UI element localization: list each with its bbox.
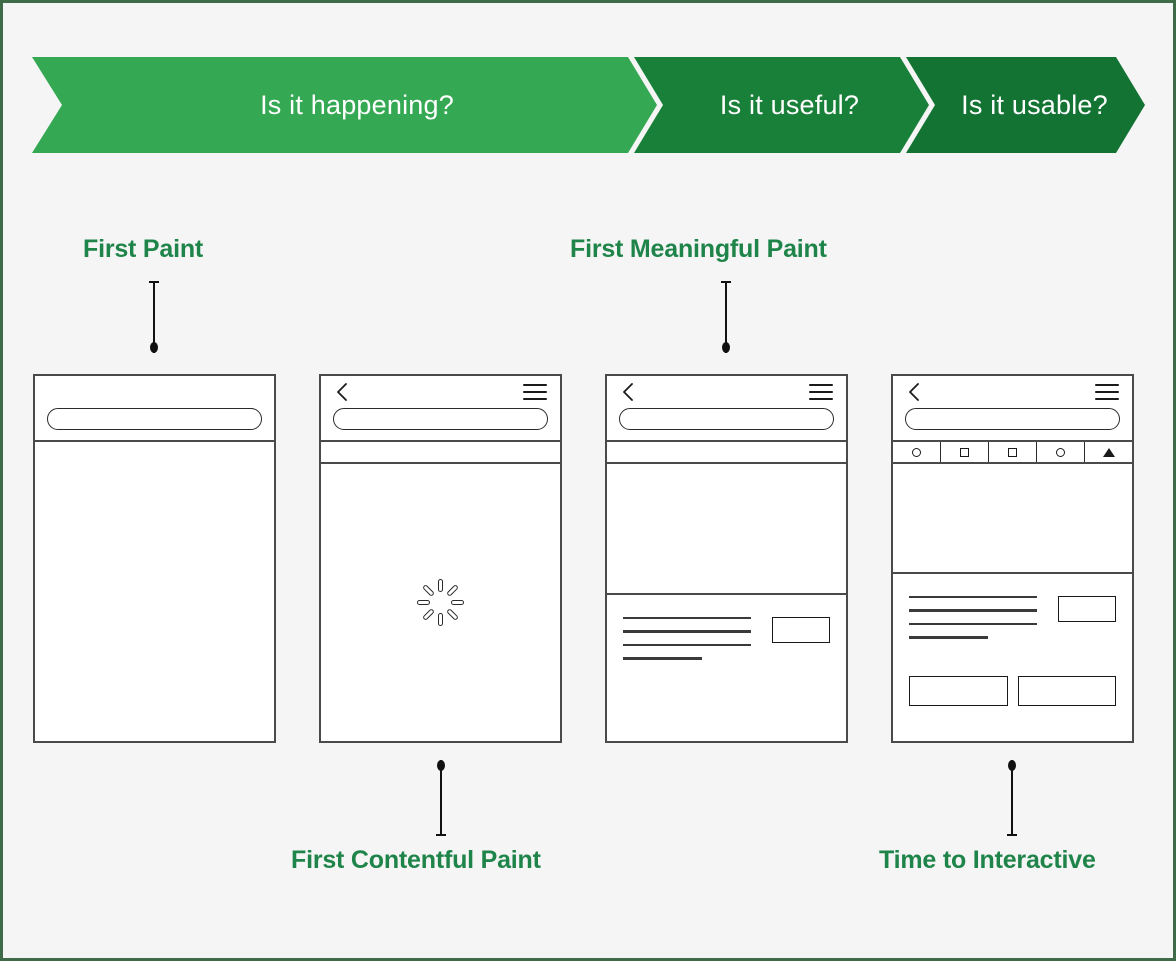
leader-cap-icon — [436, 834, 446, 836]
square-icon — [960, 447, 969, 457]
thumbnail-box — [772, 617, 830, 643]
spinner-tick — [451, 600, 464, 605]
loading-spinner-icon — [417, 579, 465, 627]
leader-dot-icon — [722, 342, 730, 353]
hero-region — [607, 464, 846, 595]
leader-stem — [725, 281, 727, 353]
toolbar-cell-1[interactable] — [893, 442, 941, 462]
page-viewport — [321, 464, 560, 741]
spinner-tick — [446, 584, 459, 597]
url-bar[interactable] — [333, 408, 548, 430]
action-button-row — [909, 676, 1116, 706]
back-chevron-icon[interactable] — [335, 383, 349, 401]
text-line — [909, 609, 1037, 612]
spinner-tick — [417, 600, 430, 605]
square-icon — [1008, 447, 1017, 457]
phone-frame-first-meaningful-paint — [605, 374, 848, 743]
tab-strip — [607, 442, 846, 464]
action-button-right[interactable] — [1017, 676, 1116, 706]
leader-line-first-paint — [149, 281, 159, 353]
browser-chrome — [321, 376, 560, 442]
text-line — [909, 622, 1037, 626]
circle-icon — [1056, 447, 1065, 457]
leader-stem — [440, 760, 442, 836]
phase-segment-3-shape — [906, 57, 1145, 153]
text-line — [909, 636, 989, 639]
metric-callout-first-paint: First Paint — [83, 235, 203, 264]
text-placeholder-lines — [909, 596, 1037, 639]
metric-label-first-meaningful-paint: First Meaningful Paint — [570, 235, 827, 263]
url-bar[interactable] — [619, 408, 834, 430]
toolbar-cell-3[interactable] — [989, 442, 1037, 462]
leader-line-first-contentful-paint — [436, 760, 446, 836]
spinner-tick — [422, 584, 435, 597]
text-line — [623, 617, 751, 620]
leader-cap-icon — [1007, 834, 1017, 836]
leader-stem — [1011, 760, 1013, 836]
thumbnail-box — [1058, 596, 1116, 622]
back-chevron-icon[interactable] — [621, 383, 635, 401]
phone-frame-first-contentful-paint — [319, 374, 562, 743]
toolbar-cell-5[interactable] — [1085, 442, 1132, 462]
metric-label-first-contentful-paint: First Contentful Paint — [291, 846, 541, 874]
hamburger-bar — [1095, 391, 1119, 393]
metric-label-time-to-interactive: Time to Interactive — [879, 846, 1096, 874]
phase-banner: Is it happening? Is it useful? Is it usa… — [32, 57, 1145, 153]
metric-callout-first-meaningful-paint: First Meaningful Paint — [570, 235, 827, 264]
phase-segment-1-shape — [32, 57, 657, 153]
text-line — [623, 643, 751, 647]
hamburger-menu-icon[interactable] — [809, 384, 833, 400]
diagram-canvas: Is it happening? Is it useful? Is it usa… — [3, 3, 1173, 958]
leader-line-first-meaningful-paint — [721, 281, 731, 353]
browser-chrome — [35, 376, 274, 442]
leader-line-time-to-interactive — [1007, 760, 1017, 836]
metric-callout-first-contentful-paint: First Contentful Paint — [291, 846, 541, 875]
triangle-icon — [1102, 447, 1115, 457]
page-viewport — [893, 464, 1132, 741]
action-button-left[interactable] — [909, 676, 1008, 706]
hamburger-bar — [523, 391, 547, 393]
tab-strip — [321, 442, 560, 464]
hamburger-bar — [1095, 384, 1119, 386]
tab-strip — [893, 442, 1132, 464]
spinner-tick — [446, 608, 459, 621]
hamburger-bar — [1095, 398, 1119, 400]
page-viewport — [35, 442, 274, 741]
back-chevron-icon[interactable] — [907, 383, 921, 401]
text-line — [623, 657, 703, 660]
hamburger-bar — [809, 384, 833, 386]
leader-dot-icon — [150, 342, 158, 353]
phone-frame-first-paint — [33, 374, 276, 743]
text-line — [909, 596, 1037, 599]
browser-chrome — [893, 376, 1132, 442]
hero-region — [893, 464, 1132, 574]
hamburger-menu-icon[interactable] — [1095, 384, 1119, 400]
phase-segment-2-shape — [634, 57, 929, 153]
content-block — [607, 595, 846, 660]
toolbar-cell-4[interactable] — [1037, 442, 1085, 462]
phone-frame-time-to-interactive — [891, 374, 1134, 743]
content-block — [893, 574, 1132, 639]
url-bar[interactable] — [47, 408, 262, 430]
metric-callout-time-to-interactive: Time to Interactive — [879, 846, 1096, 875]
spinner-tick — [438, 579, 443, 592]
hamburger-bar — [809, 398, 833, 400]
toolbar-cell-2[interactable] — [941, 442, 989, 462]
leader-stem — [153, 281, 155, 353]
text-line — [623, 630, 751, 633]
spinner-tick — [422, 608, 435, 621]
hamburger-menu-icon[interactable] — [523, 384, 547, 400]
spinner-tick — [438, 613, 443, 626]
browser-chrome — [607, 376, 846, 442]
hamburger-bar — [523, 398, 547, 400]
hamburger-bar — [809, 391, 833, 393]
text-placeholder-lines — [623, 617, 751, 660]
hamburger-bar — [523, 384, 547, 386]
metric-label-first-paint: First Paint — [83, 235, 204, 263]
url-bar[interactable] — [905, 408, 1120, 430]
circle-icon — [912, 447, 921, 457]
page-viewport — [607, 464, 846, 741]
